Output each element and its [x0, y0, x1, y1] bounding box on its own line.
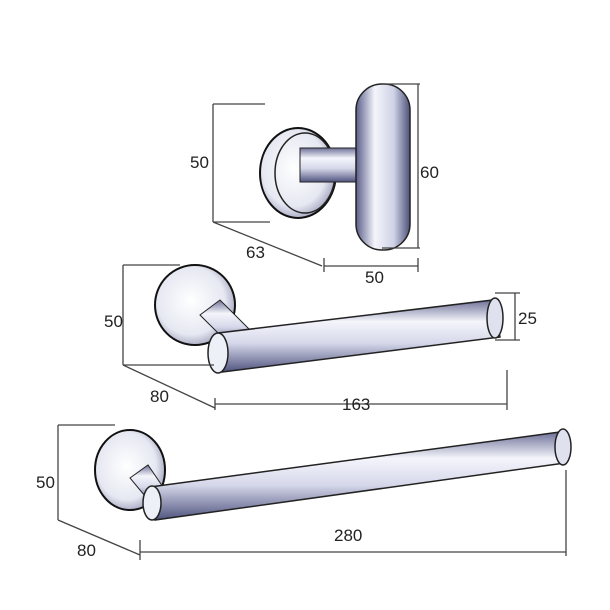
paper-holder-length-label: 163 — [342, 395, 370, 414]
towel-bar-depth-label: 80 — [77, 541, 96, 560]
toilet-paper-holder: 50 80 163 25 — [104, 264, 537, 414]
robe-hook-depth-label: 63 — [246, 243, 265, 262]
towel-bar-height-label: 50 — [36, 473, 55, 492]
robe-hook-width-label: 50 — [365, 268, 384, 287]
paper-holder-bar-diameter-label: 25 — [518, 309, 537, 328]
paper-holder-height-label: 50 — [104, 312, 123, 331]
robe-hook-height-label: 50 — [190, 153, 209, 172]
robe-hook: 50 63 50 60 — [190, 83, 439, 287]
paper-holder-depth-label: 80 — [150, 387, 169, 406]
towel-bar-length-label: 280 — [334, 526, 362, 545]
towel-bar: 50 80 280 — [36, 424, 572, 560]
robe-hook-length-label: 60 — [420, 163, 439, 182]
